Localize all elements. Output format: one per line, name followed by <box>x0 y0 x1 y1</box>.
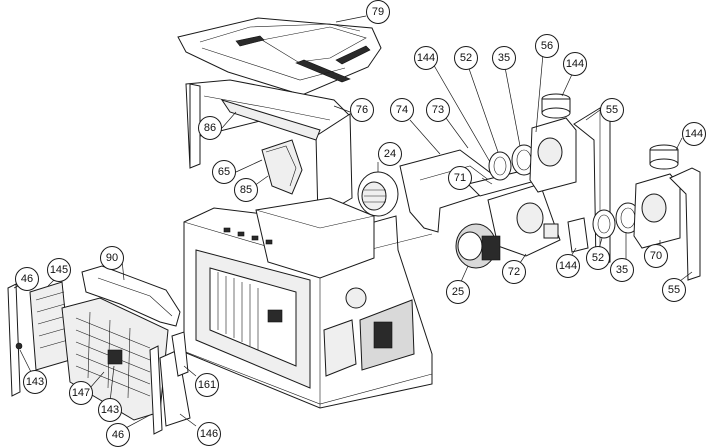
callout-label: 46 <box>112 429 124 441</box>
callout-161: 161 <box>195 373 219 397</box>
callout-label: 55 <box>606 104 618 116</box>
callout-72: 72 <box>502 260 526 284</box>
callout-74: 74 <box>390 98 414 122</box>
callout-label: 55 <box>668 284 680 296</box>
bracket-161 <box>171 331 189 377</box>
cabinet-base <box>183 197 433 409</box>
callout-label: 56 <box>541 40 553 52</box>
collar-144-right <box>649 144 679 170</box>
callout-55: 55 <box>662 278 686 302</box>
callout-46: 46 <box>106 423 130 447</box>
callout-144: 144 <box>682 122 706 146</box>
callout-144: 144 <box>563 52 587 76</box>
callout-label: 143 <box>101 404 119 416</box>
bracket-85 <box>261 139 303 195</box>
callout-label: 35 <box>616 264 628 276</box>
callout-35: 35 <box>610 258 634 282</box>
callout-25: 25 <box>446 280 470 304</box>
collar-144-lower-plate <box>567 217 589 253</box>
callout-label: 25 <box>452 286 464 298</box>
callout-label: 72 <box>508 266 520 278</box>
callout-90: 90 <box>100 246 124 270</box>
gasket-52-upper <box>488 151 512 181</box>
callout-label: 79 <box>372 6 384 18</box>
collar-144-upper <box>541 93 571 119</box>
callout-label: 147 <box>72 387 90 399</box>
callout-24: 24 <box>378 142 402 166</box>
plate-72 <box>487 183 561 257</box>
callout-label: 145 <box>50 264 68 276</box>
screw-143 <box>15 342 23 350</box>
panel-146 <box>159 349 191 427</box>
callout-label: 144 <box>559 260 577 272</box>
callout-146: 146 <box>197 422 221 446</box>
callout-76: 76 <box>350 98 374 122</box>
callout-label: 52 <box>460 52 472 64</box>
callout-55: 55 <box>600 98 624 122</box>
callout-label: 73 <box>432 104 444 116</box>
inducer-motor-25 <box>455 223 501 269</box>
callout-label: 144 <box>566 58 584 70</box>
panel-74 <box>399 149 501 233</box>
callout-label: 24 <box>384 148 396 160</box>
blower-24 <box>357 171 399 217</box>
callout-label: 143 <box>26 376 44 388</box>
housing-70 <box>633 173 681 249</box>
callout-label: 74 <box>396 104 408 116</box>
callout-144: 144 <box>414 46 438 70</box>
callout-145: 145 <box>47 258 71 282</box>
bracket-46-left <box>7 283 21 397</box>
grille-145 <box>29 281 71 371</box>
callout-label: 85 <box>240 184 252 196</box>
callout-65: 65 <box>212 160 236 184</box>
callout-label: 52 <box>592 252 604 264</box>
callout-52: 52 <box>586 246 610 270</box>
callout-79: 79 <box>366 0 390 24</box>
callout-147: 147 <box>69 381 93 405</box>
callout-label: 161 <box>198 379 216 391</box>
callout-label: 46 <box>21 273 33 285</box>
callout-73: 73 <box>426 98 450 122</box>
callout-label: 146 <box>200 428 218 440</box>
callout-144: 144 <box>556 254 580 278</box>
callout-bubbles: 79 144 52 35 56 144 76 74 73 55 144 86 2… <box>15 0 706 447</box>
callout-label: 35 <box>498 52 510 64</box>
bracket-46-right <box>149 345 163 435</box>
callout-label: 90 <box>106 252 118 264</box>
bracket-55-lower <box>669 167 701 281</box>
callout-143: 143 <box>98 398 122 422</box>
top-panel <box>177 17 382 96</box>
callout-143: 143 <box>23 370 47 394</box>
callout-35: 35 <box>492 46 516 70</box>
callout-label: 70 <box>650 250 662 262</box>
callout-label: 65 <box>218 166 230 178</box>
housing-56 <box>529 117 577 193</box>
callout-85: 85 <box>234 178 258 202</box>
callout-71: 71 <box>448 166 472 190</box>
callout-label: 76 <box>356 104 368 116</box>
callout-56: 56 <box>535 34 559 58</box>
gasket-52-lower <box>592 209 616 239</box>
callout-label: 71 <box>454 172 466 184</box>
callout-46: 46 <box>15 267 39 291</box>
callout-70: 70 <box>644 244 668 268</box>
callout-label: 144 <box>417 52 435 64</box>
back-panel-assembly <box>185 79 353 219</box>
callout-label: 86 <box>204 122 216 134</box>
callout-86: 86 <box>198 116 222 140</box>
callout-52: 52 <box>454 46 478 70</box>
callout-label: 144 <box>685 128 703 140</box>
